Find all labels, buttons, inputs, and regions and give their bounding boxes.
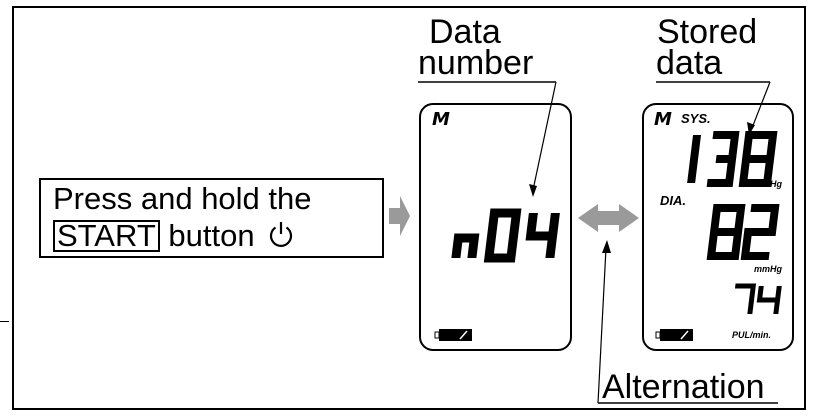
alternation-label: Alternation	[602, 368, 765, 406]
lcd-display-data-number: M	[419, 103, 572, 351]
dia-unit-label: mmHg	[754, 264, 783, 274]
pulse-unit-label: PUL/min.	[732, 330, 772, 340]
right-arrow-icon	[389, 196, 410, 236]
battery-icon	[655, 329, 693, 341]
instruction-button-word: button	[159, 218, 255, 253]
lcd-display-stored-data: M SYS. mmHg DIA. mmHg PUL/m	[642, 103, 794, 351]
sys-unit-label: mmHg	[754, 179, 783, 189]
instruction-line1: Press and hold the	[53, 181, 312, 216]
sys-value-readout	[687, 131, 778, 187]
battery-icon	[434, 329, 472, 341]
data-number-label-line1: Data	[429, 13, 501, 51]
brand-logo: M	[654, 109, 672, 130]
start-button-label: START	[53, 220, 160, 252]
data-number-label-line2: number	[418, 44, 534, 82]
sys-label: SYS.	[681, 111, 711, 126]
diagram-frame	[12, 6, 806, 410]
instruction-box	[39, 178, 384, 258]
data-number-readout	[451, 208, 560, 263]
dia-label: DIA.	[660, 193, 686, 208]
stored-data-label-line1: Stored	[657, 13, 758, 51]
double-arrow-icon	[578, 204, 639, 232]
dia-value-readout	[706, 204, 780, 260]
instruction-line2: START button	[53, 220, 295, 252]
pulse-value-readout	[734, 283, 782, 314]
edge-tick-mark	[0, 321, 9, 322]
power-icon	[270, 222, 293, 247]
brand-logo: M	[432, 109, 450, 130]
stored-data-label-line2: data	[656, 44, 723, 82]
